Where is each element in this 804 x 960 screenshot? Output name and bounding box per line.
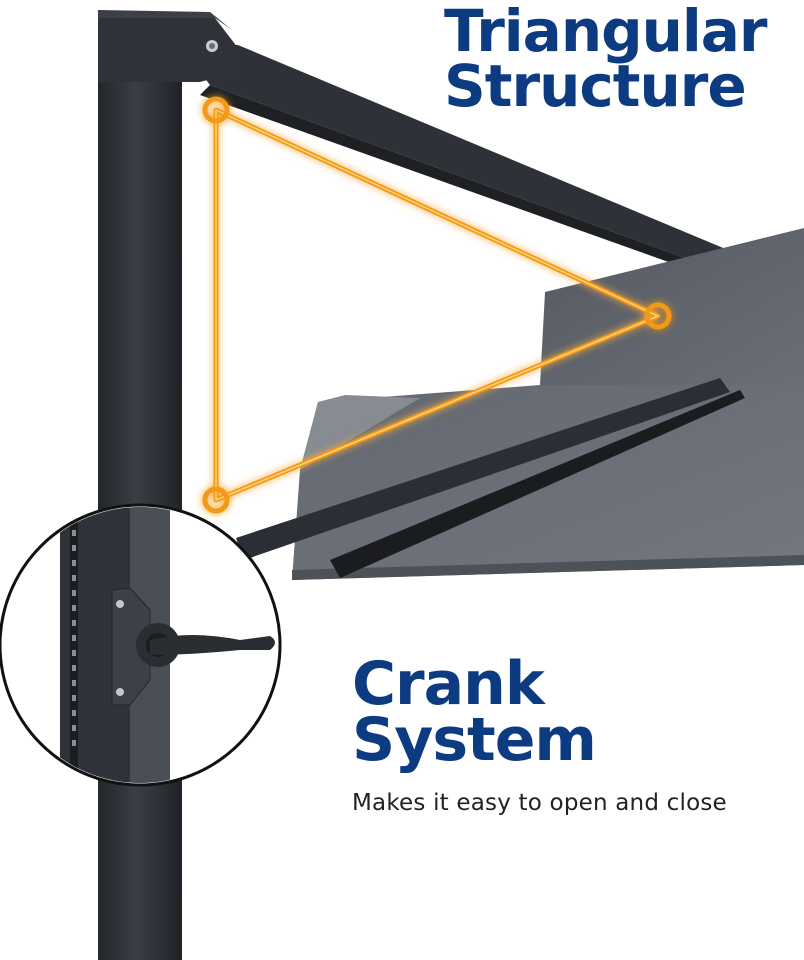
lower-support-arm [236,378,745,578]
upper-support-arm [180,45,728,275]
crank-handle-icon [111,587,275,706]
main-pole [98,10,238,960]
crank-detail [0,503,282,787]
crank-heading-line2: System [352,705,597,775]
triangular-heading-line1: Triangular [444,0,768,65]
crank-system-heading: Crank System [352,649,597,775]
triangular-heading-line2: Structure [444,52,747,120]
triangular-structure-heading: Triangular Structure [444,0,768,120]
crank-heading-line1: Crank [352,649,545,719]
crank-system-description: Makes it easy to open and close [352,790,727,816]
triangle-highlight [202,96,672,514]
